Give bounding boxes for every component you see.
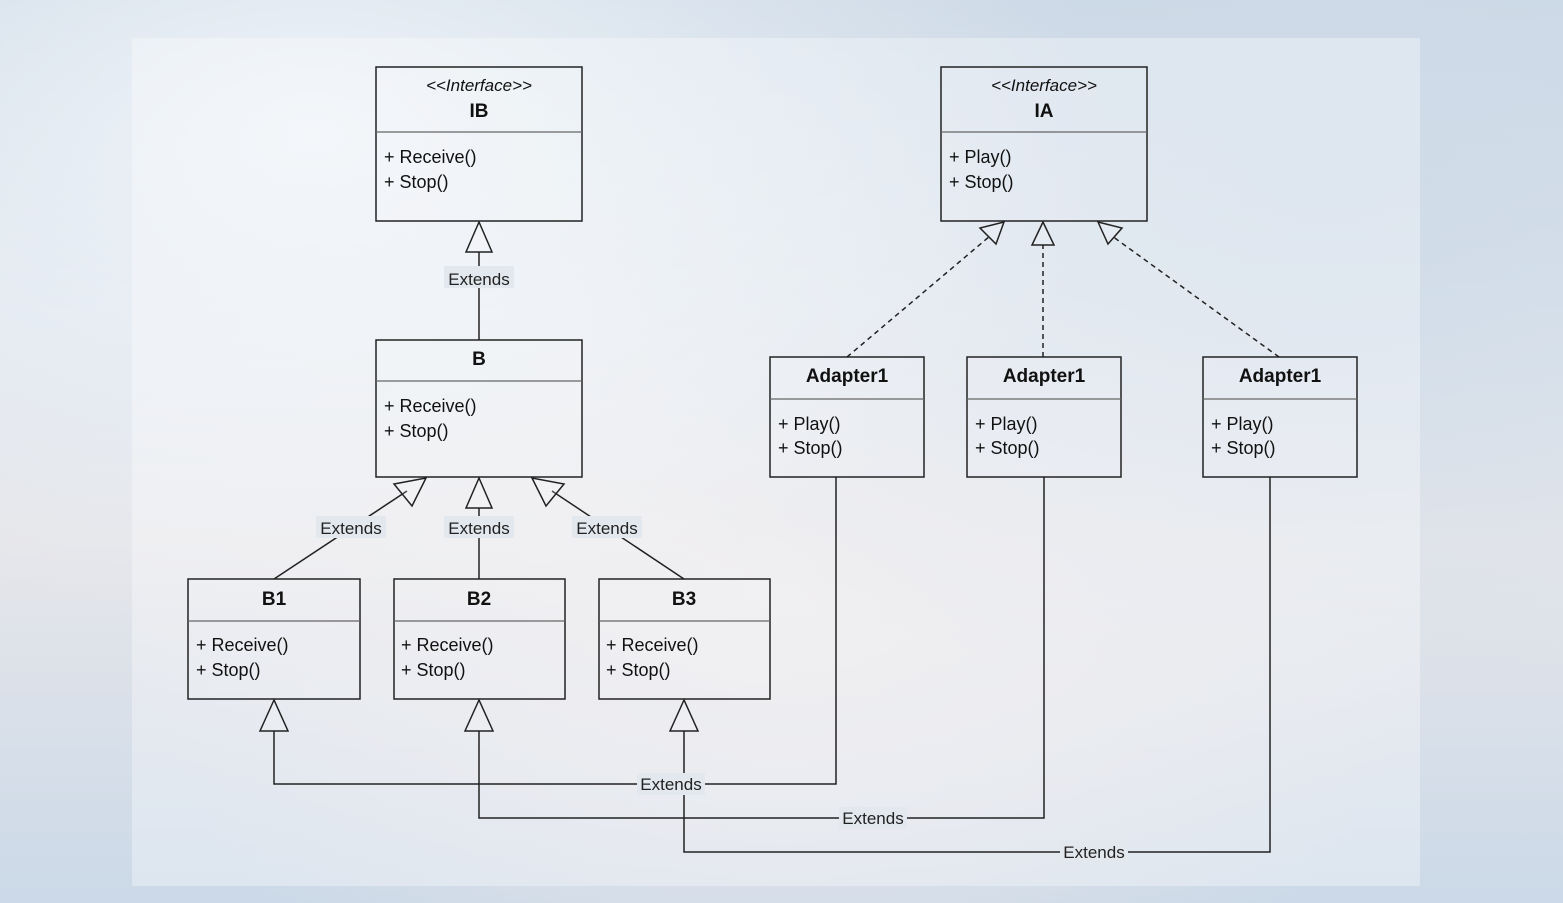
class-ib[interactable]: <<Interface>> IB + Receive() + Stop() xyxy=(375,66,583,222)
arrowhead-b-center xyxy=(464,476,494,509)
class-adapter-right-member: + Play() xyxy=(1211,414,1274,434)
class-b3[interactable]: B3 + Receive() + Stop() xyxy=(598,578,771,700)
label-b1-b: Extends xyxy=(316,516,386,538)
arrowhead-ia-left xyxy=(978,220,1006,246)
class-ib-member: + Stop() xyxy=(384,172,449,192)
edge-adapter-c-ia xyxy=(1111,235,1280,358)
class-ib-name: IB xyxy=(470,101,489,122)
edge-adapter-a-b1 xyxy=(273,477,837,785)
svg-text:Extends: Extends xyxy=(1063,843,1124,862)
class-adapter-right-name: Adapter1 xyxy=(1239,366,1322,387)
class-adapter-center-member: + Play() xyxy=(975,414,1038,434)
class-b3-name: B3 xyxy=(672,589,696,610)
arrowhead-b-right xyxy=(530,476,566,508)
class-b2-member: + Receive() xyxy=(401,635,494,655)
svg-text:Extends: Extends xyxy=(576,519,637,538)
label-adapter-b-b2: Extends xyxy=(839,807,907,829)
class-adapter-center-member: + Stop() xyxy=(975,438,1040,458)
class-adapter-center[interactable]: Adapter1 + Play() + Stop() xyxy=(966,356,1122,478)
class-b3-member: + Receive() xyxy=(606,635,699,655)
class-b-member: + Receive() xyxy=(384,396,477,416)
svg-text:Extends: Extends xyxy=(448,270,509,289)
arrowhead-b1 xyxy=(258,698,290,732)
class-b3-member: + Stop() xyxy=(606,660,671,680)
class-b[interactable]: B + Receive() + Stop() xyxy=(375,339,583,478)
arrowhead-b2 xyxy=(463,698,495,732)
class-b1-member: + Receive() xyxy=(196,635,289,655)
class-b2[interactable]: B2 + Receive() + Stop() xyxy=(393,578,566,700)
arrowhead-b-left xyxy=(392,476,428,508)
arrowhead-ia-right xyxy=(1096,220,1124,246)
class-b1[interactable]: B1 + Receive() + Stop() xyxy=(187,578,361,700)
label-b2-b: Extends xyxy=(444,516,514,538)
class-ia[interactable]: <<Interface>> IA + Play() + Stop() xyxy=(940,66,1148,222)
class-adapter-right[interactable]: Adapter1 + Play() + Stop() xyxy=(1202,356,1358,478)
label-b3-b: Extends xyxy=(572,516,642,538)
svg-text:Extends: Extends xyxy=(842,809,903,828)
class-adapter-right-member: + Stop() xyxy=(1211,438,1276,458)
class-ia-member: + Play() xyxy=(949,147,1012,167)
label-adapter-a-b1: Extends xyxy=(637,773,705,795)
class-ib-member: + Receive() xyxy=(384,147,477,167)
class-b1-member: + Stop() xyxy=(196,660,261,680)
class-b2-member: + Stop() xyxy=(401,660,466,680)
edge-adapter-b-b2 xyxy=(478,477,1045,819)
class-b1-name: B1 xyxy=(262,589,287,610)
class-ia-stereotype: <<Interface>> xyxy=(991,76,1097,95)
class-adapter-left[interactable]: Adapter1 + Play() + Stop() xyxy=(769,356,925,478)
class-ia-member: + Stop() xyxy=(949,172,1014,192)
label-adapter-c-b3: Extends xyxy=(1060,841,1128,863)
class-adapter-left-member: + Play() xyxy=(778,414,841,434)
edge-adapter-c-b3 xyxy=(683,477,1271,853)
class-adapter-left-name: Adapter1 xyxy=(806,366,889,387)
svg-text:Extends: Extends xyxy=(640,775,701,794)
class-ia-name: IA xyxy=(1035,101,1054,122)
diagram-panel xyxy=(132,38,1420,886)
arrowhead-ia-center xyxy=(1030,220,1056,246)
svg-text:Extends: Extends xyxy=(320,519,381,538)
class-b2-name: B2 xyxy=(467,589,491,610)
class-b-member: + Stop() xyxy=(384,421,449,441)
class-adapter-center-name: Adapter1 xyxy=(1003,366,1086,387)
edge-adapter-a-ia xyxy=(846,235,991,358)
class-ib-stereotype: <<Interface>> xyxy=(426,76,532,95)
label-b-ib: Extends xyxy=(444,266,514,289)
class-adapter-left-member: + Stop() xyxy=(778,438,843,458)
class-b-name: B xyxy=(472,349,486,370)
arrowhead-b3 xyxy=(668,698,700,732)
arrowhead-ib xyxy=(464,220,494,253)
svg-text:Extends: Extends xyxy=(448,519,509,538)
